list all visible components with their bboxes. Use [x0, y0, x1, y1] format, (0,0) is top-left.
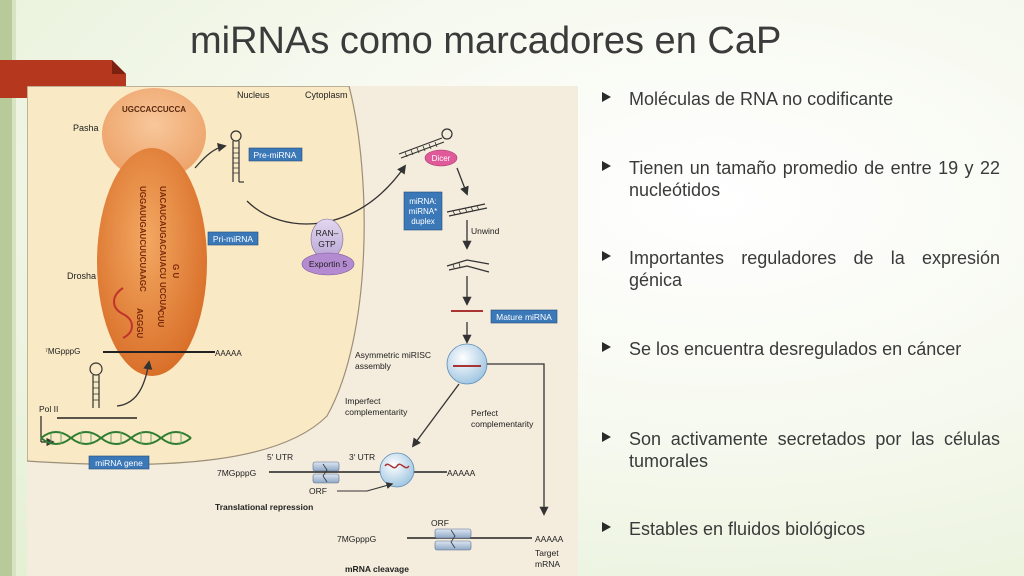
mature-mirna-label: Mature miRNA [496, 312, 552, 322]
bullet-arrow-icon [602, 251, 611, 261]
bullet-text: Importantes reguladores de la expresión … [629, 248, 1000, 290]
perfect-label-2: complementarity [471, 419, 534, 429]
polya-label-cleavage: AAAAA [535, 534, 564, 544]
bullet-arrow-icon [602, 342, 611, 352]
exportin-protein [301, 252, 355, 276]
pre-mirna-box [248, 147, 303, 162]
perfect-arrow [487, 363, 549, 516]
unwinding-graphic [446, 259, 490, 273]
ran-gtp-label-1: RAN– [316, 228, 339, 238]
pasha-protein [102, 88, 206, 180]
bullet-item: Importantes reguladores de la expresión … [602, 247, 1000, 291]
ribosome-repression [312, 461, 340, 484]
mirna-pathway-figure: UGCCACCUCCA UGGAUUGAUCUUCUAAGC UACAUCAUG… [27, 86, 578, 576]
mirna-gene-box [88, 455, 150, 470]
mirisc-complex [446, 343, 488, 385]
bullet-item: Tienen un tamaño promedio de entre 19 y … [602, 157, 1000, 201]
left-decor-stripe [12, 0, 16, 576]
dicer-protein [424, 149, 458, 167]
left-decor-bar [0, 0, 12, 576]
orf-label-repression: ORF [309, 486, 327, 496]
drosha-protein [97, 148, 207, 376]
bullet-item: Son activamente secretados por las célul… [602, 428, 1000, 472]
duplex-graphic [446, 203, 488, 217]
pre-mirna-hairpin [230, 130, 244, 183]
gu-sequence: G U [171, 264, 180, 278]
pri-mirna-label: Pri-miRNA [213, 234, 253, 244]
duplex-label-2: miRNA* [409, 207, 437, 216]
orf-label-cleavage: ORF [431, 518, 449, 528]
mature-mirna-box [490, 309, 558, 324]
bullet-arrow-icon [602, 522, 611, 532]
dicer-arrow [456, 167, 469, 196]
polya-label-repression: AAAAA [447, 468, 476, 478]
bullet-arrow-icon [602, 92, 611, 102]
cap-label-nucleus: ⁷MGpppG [45, 347, 80, 356]
cleavage-label: mRNA cleavage [345, 564, 409, 574]
imperfect-label-2: complementarity [345, 407, 408, 417]
pre-mirna-label: Pre-miRNA [254, 150, 297, 160]
imperfect-arrow [411, 383, 460, 448]
bullet-arrow-icon [602, 432, 611, 442]
exportin-label: Exportin 5 [309, 259, 348, 269]
pri-mirna-box [207, 231, 259, 246]
bullet-text: Moléculas de RNA no codificante [629, 89, 894, 109]
cap-label-repression: 7MGpppG [217, 468, 256, 478]
risc-repression [379, 452, 415, 488]
pol2-label: Pol II [39, 404, 58, 414]
dicer-label: Dicer [432, 154, 451, 163]
repression-label: Translational repression [215, 502, 313, 512]
nucleus-label: Nucleus [237, 90, 270, 100]
lower-right-sequence: UCCUA [158, 282, 167, 311]
bullet-text: Estables en fluidos biológicos [629, 519, 866, 539]
utr3-label: 3′ UTR [349, 452, 375, 462]
slide-title: miRNAs como marcadores en CaP [190, 20, 782, 62]
bullet-text: Son activamente secretados por las célul… [629, 429, 1000, 471]
duplex-box [403, 191, 443, 231]
target-label-1: Target [535, 548, 559, 558]
drosha-label: Drosha [67, 271, 96, 281]
utr5-label: 5′ UTR [267, 452, 293, 462]
bullet-text: Tienen un tamaño promedio de entre 19 y … [629, 158, 1000, 200]
target-label-2: mRNA [535, 559, 560, 569]
stem-right-sequence: UACAUCAUGACAUACU [158, 186, 167, 279]
transcribing-hairpin [89, 362, 103, 408]
cap-label-cleavage: 7MGpppG [337, 534, 376, 544]
loop-sequence: UGCCACCUCCA [122, 105, 186, 114]
unwind-label: Unwind [471, 226, 500, 236]
bullet-item: Se los encuentra desregulados en cáncer [602, 338, 961, 360]
arrow-to-pre-mirna [194, 142, 227, 169]
risc-label-2: assembly [355, 361, 392, 371]
pre-mirna-cytoplasm [398, 128, 453, 159]
repression-pointer [337, 482, 394, 492]
lower-left-sequence: AGGGU [135, 308, 144, 338]
bullet-text: Se los encuentra desregulados en cáncer [629, 339, 962, 359]
cuu-sequence: CUU [156, 310, 165, 328]
ribosome-cleavage [434, 528, 472, 551]
polya-label-nucleus: AAAAA [215, 349, 242, 358]
duplex-label-1: miRNA: [409, 197, 437, 206]
bullet-arrow-icon [602, 161, 611, 171]
ran-gtp-label-2: GTP [318, 239, 336, 249]
mirna-gene-label: miRNA gene [95, 458, 143, 468]
dna-helix [40, 431, 192, 445]
perfect-label-1: Perfect [471, 408, 499, 418]
imperfect-label-1: Imperfect [345, 396, 381, 406]
cytoplasm-label: Cytoplasm [305, 90, 348, 100]
duplex-label-3: duplex [411, 217, 435, 226]
risc-label-1: Asymmetric miRISC [355, 350, 431, 360]
bullet-item: Estables en fluidos biológicos [602, 518, 865, 540]
mirna-pathway-diagram: UGCCACCUCCA UGGAUUGAUCUUCUAAGC UACAUCAUG… [27, 86, 564, 574]
bullet-item: Moléculas de RNA no codificante [602, 88, 893, 110]
stem-left-sequence: UGGAUUGAUCUUCUAAGC [138, 186, 147, 292]
transcription-arrow [116, 360, 153, 407]
cleavage-mark [113, 287, 133, 339]
pasha-label: Pasha [73, 123, 99, 133]
